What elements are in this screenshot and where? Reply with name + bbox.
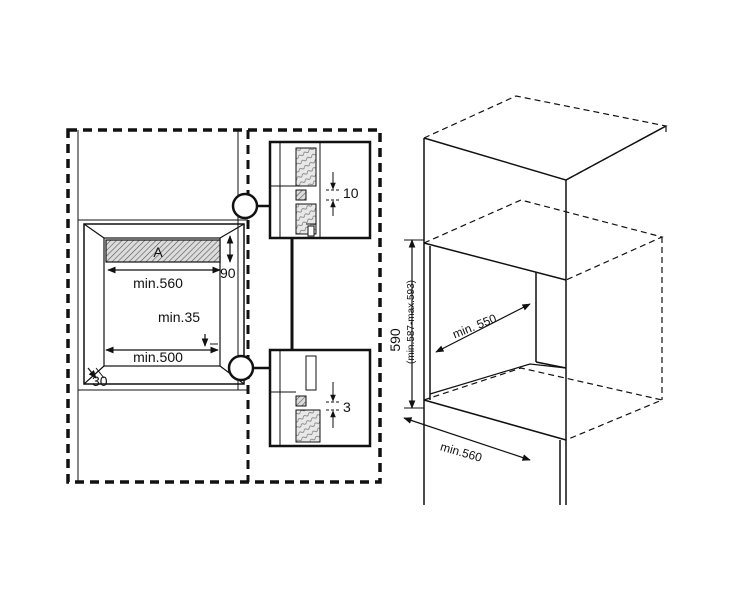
detail-top-dim: 10 xyxy=(343,185,359,201)
callout-circle-top xyxy=(231,192,259,220)
dim-bottom-label: min.500 xyxy=(133,349,183,365)
cabinet-dimensions: 590 (min.587-max.593) min. 550 min.560 xyxy=(387,239,531,465)
cabinet-height-label: 590 xyxy=(387,328,403,352)
cabinet-width-label: min.560 xyxy=(439,440,484,465)
outer-dashed-frame xyxy=(66,128,382,484)
cabinet-depth-label: min. 550 xyxy=(451,311,499,341)
detail-top: 10 xyxy=(268,140,372,240)
dim-corner-label: 30 xyxy=(92,373,108,389)
label-a: A xyxy=(153,244,163,260)
detail-bottom: 3 xyxy=(268,348,372,448)
dim-height-label: 90 xyxy=(220,265,236,281)
detail-bottom-dim: 3 xyxy=(343,399,351,415)
niche-back xyxy=(103,237,221,367)
dim-side-label: min.35 xyxy=(158,309,200,325)
front-view: A min.560 90 min.35 min.500 30 xyxy=(66,128,382,484)
cabinet-height-range: (min.587-max.593) xyxy=(406,280,417,364)
cabinet-3d xyxy=(423,95,668,505)
callout-circle-bottom xyxy=(227,354,255,382)
vent-area-a xyxy=(105,239,221,263)
dim-width-label: min.560 xyxy=(133,275,183,291)
niche-opening xyxy=(83,223,245,385)
